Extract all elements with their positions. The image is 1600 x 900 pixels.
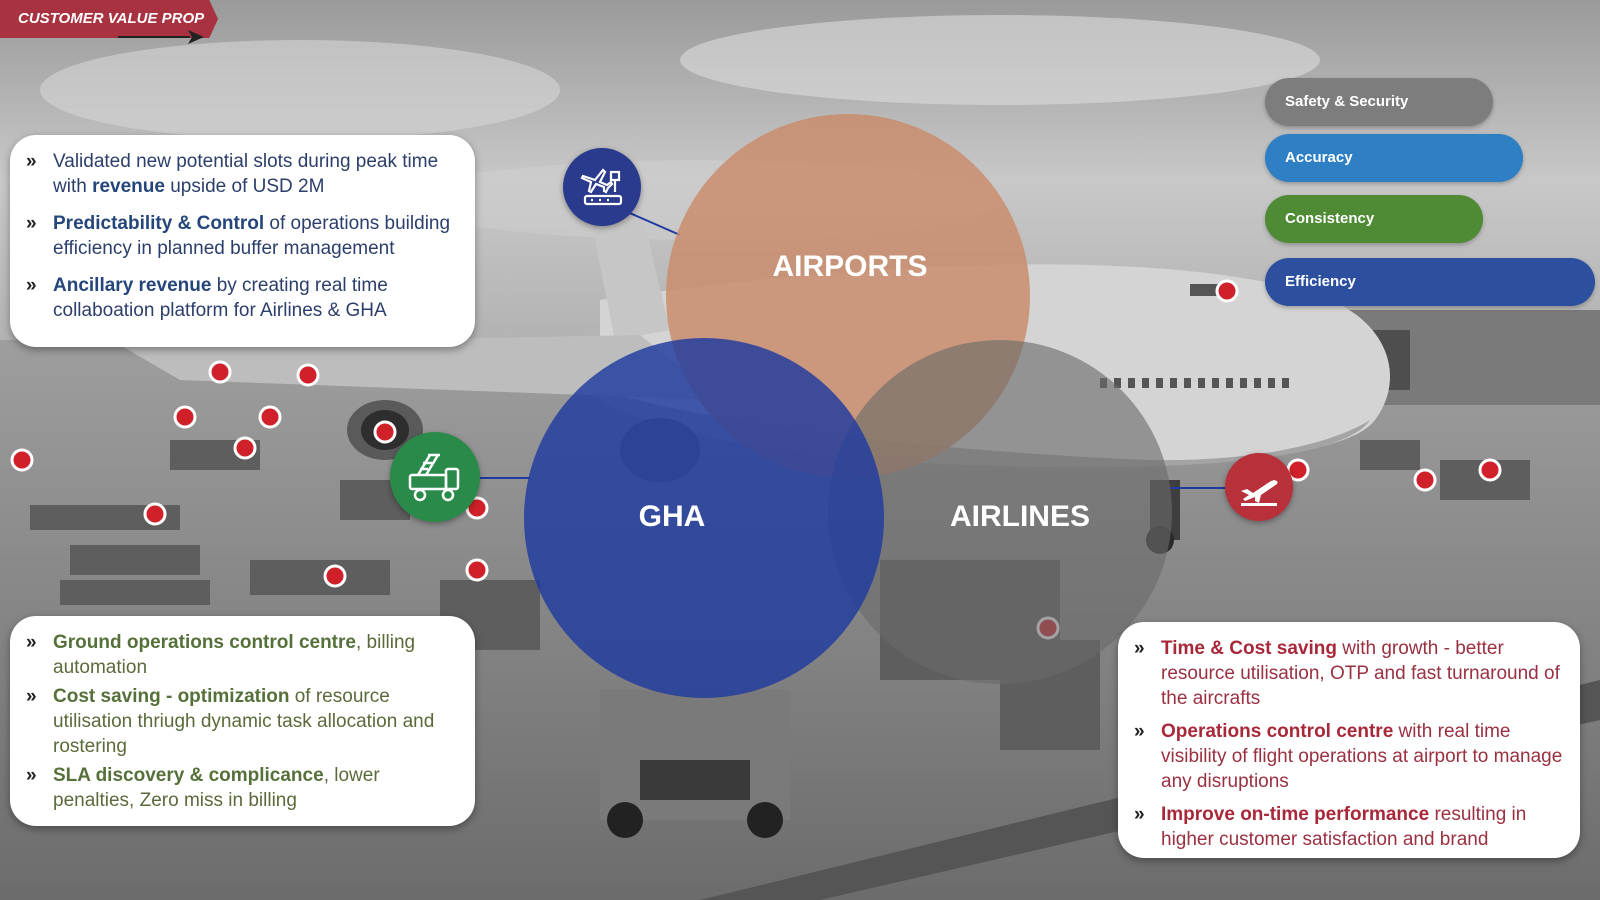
pill-label: Safety & Security <box>1285 93 1409 110</box>
list-item: » Validated new potential slots during p… <box>26 151 439 197</box>
list-item: » Predictability & Control of operations… <box>26 213 451 259</box>
double-chevron-icon: » <box>26 151 37 172</box>
accuracy-pill: Accuracy <box>1265 134 1523 182</box>
airports-label: AIRPORTS <box>772 250 928 283</box>
safety-security-pill: Safety & Security <box>1265 78 1493 126</box>
gha-label: GHA <box>638 500 706 533</box>
double-chevron-icon: » <box>26 275 37 296</box>
section-tag-label: CUSTOMER VALUE PROP <box>18 10 205 27</box>
airlines-label: AIRLINES <box>949 500 1090 533</box>
pill-label: Efficiency <box>1285 273 1356 290</box>
consistency-pill: Consistency <box>1265 195 1483 243</box>
section-tag: CUSTOMER VALUE PROP <box>0 0 218 38</box>
list-item: » Time & Cost saving with growth - bette… <box>1134 638 1560 709</box>
airlines-value-card: » Time & Cost saving with growth - bette… <box>1118 622 1580 858</box>
list-item: » Ancillary revenue by creating real tim… <box>26 275 388 321</box>
pill-label: Consistency <box>1285 210 1375 227</box>
list-item: » Ground operations control centre, bill… <box>26 632 416 678</box>
list-item: » Operations control centre with real ti… <box>1134 721 1563 792</box>
efficiency-pill: Efficiency <box>1265 258 1595 306</box>
list-item: » SLA discovery & complicance, lower pen… <box>26 765 380 811</box>
double-chevron-icon: » <box>1134 638 1145 659</box>
airplane-takeoff-icon <box>1225 453 1293 521</box>
list-item: » Cost saving - optimization of resource… <box>26 686 435 757</box>
pill-label: Accuracy <box>1285 149 1353 166</box>
list-item: » Improve on-time performance resulting … <box>1134 804 1527 850</box>
airport-control-tower-icon <box>563 148 641 226</box>
double-chevron-icon: » <box>26 213 37 234</box>
airports-value-card: » Validated new potential slots during p… <box>10 135 475 347</box>
double-chevron-icon: » <box>26 686 37 707</box>
double-chevron-icon: » <box>1134 804 1145 825</box>
airplane-arrow-icon <box>118 30 204 44</box>
double-chevron-icon: » <box>1134 721 1145 742</box>
double-chevron-icon: » <box>26 765 37 786</box>
gha-value-card: » Ground operations control centre, bill… <box>10 616 475 826</box>
double-chevron-icon: » <box>26 632 37 653</box>
ground-handling-truck-icon <box>390 432 480 522</box>
